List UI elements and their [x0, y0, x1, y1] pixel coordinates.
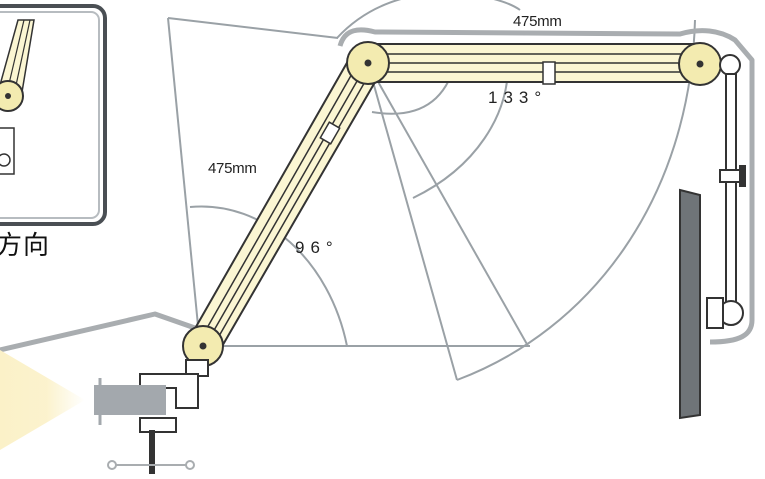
desk-clamp [0, 350, 209, 474]
upper-arm [367, 43, 701, 85]
cable [0, 27, 755, 353]
monitor-mount [706, 73, 746, 329]
lower-sector-left [167, 17, 201, 347]
lower-angle-arc [189, 205, 348, 347]
lower-arm-length-label: 475mm [208, 160, 257, 177]
monitor [679, 188, 701, 420]
joint-head [678, 42, 741, 86]
upper-sweep-arc [336, 0, 521, 39]
inset-arm-detail [0, 19, 35, 175]
lower-sector-edge [167, 17, 339, 39]
upper-sector-line-a [367, 63, 529, 347]
upper-arm-length-label: 475mm [513, 13, 562, 30]
lower-arm [187, 52, 384, 357]
direction-caption: 方向 [0, 230, 51, 260]
upper-large-arc [456, 19, 696, 381]
joint-elbow [346, 41, 390, 85]
lower-joint-angle-label: 96° [295, 238, 339, 257]
upper-joint-angle-label: 133° [488, 88, 548, 107]
upper-sector-line-b [367, 63, 458, 381]
inset-panel [0, 4, 107, 226]
mount-beam [0, 350, 85, 450]
desk-edge [94, 385, 166, 415]
